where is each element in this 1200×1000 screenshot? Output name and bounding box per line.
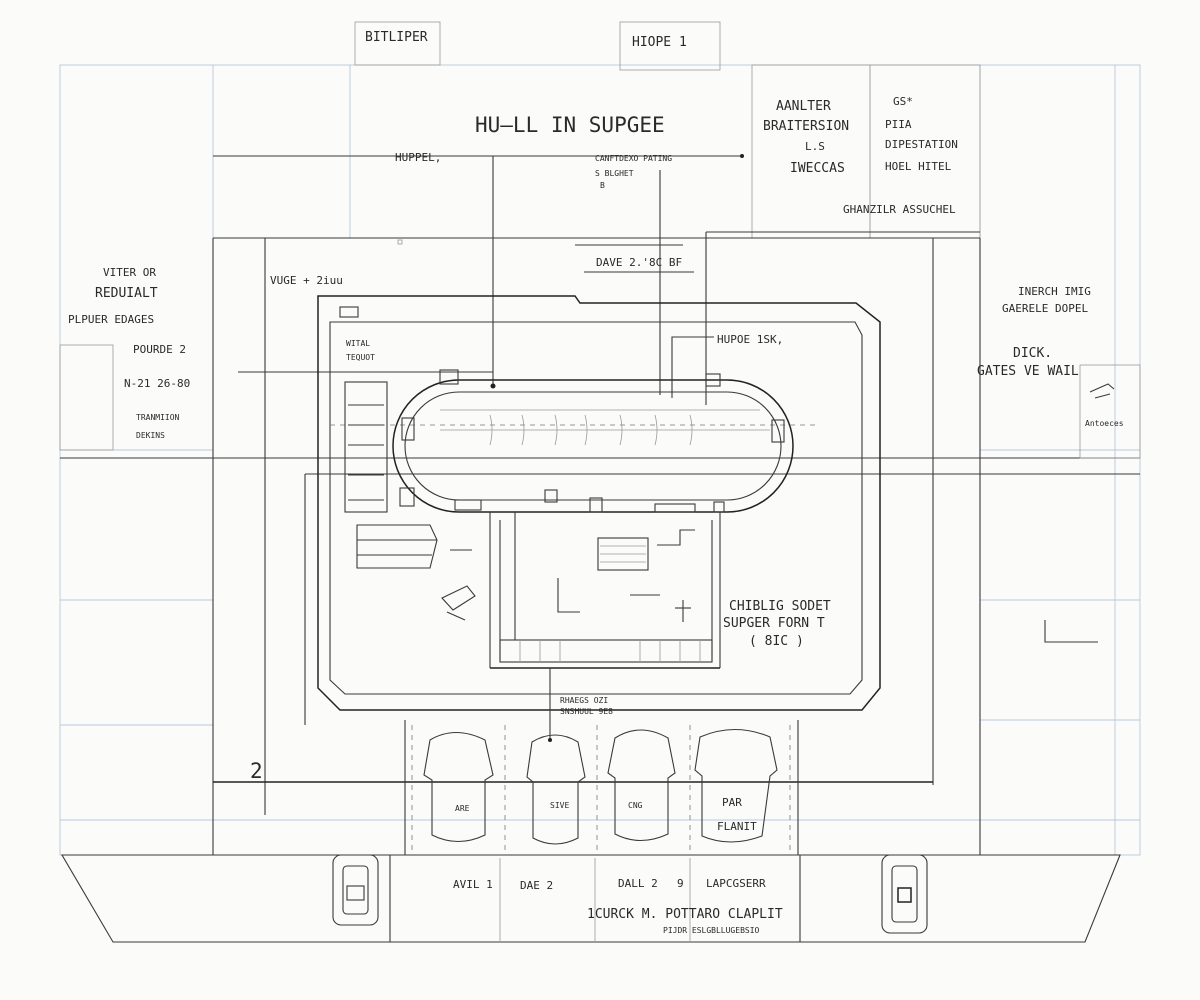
bottom-label-1: AVIL 1 [453,878,493,891]
top-leader-lines: HUPPEL, CANFTDEXO PATING S BLGHET B [213,151,744,395]
footer-line-2: PIJDR ESLGBLLUGEBSIO [663,926,760,935]
bottom-band: AVIL 1 DAE 2 DALL 2 9 LAPCGSERR 1CURCK M… [61,854,1121,943]
plan-title: HU—LL IN SUPGEE [475,113,665,137]
hupper-label: HUPPEL, [395,151,441,164]
left-note-pourde: POURDE 2 [133,343,186,356]
rhaegs-label-2: SNSHUUL 9E8 [560,707,613,716]
vuge-label: VUGE + 2iuu [270,274,343,287]
right-block-b-line-3: DIPESTATION [885,138,958,151]
right-note-header-1: INERCH IMIG [1018,285,1091,298]
right-block-a-line-4: IWECCAS [790,161,845,176]
rhaegs-label-1: RHAEGS OZI [560,696,608,705]
site-boundary [60,231,1140,855]
parking-bay-1 [423,731,494,843]
left-note-transition-2: DEKINS [136,431,165,440]
dave-label: DAVE 2.'8C BF [596,256,682,269]
left-note-code: N-21 26-80 [124,377,190,390]
right-block-a-line-3: L.S [805,140,825,153]
chibling-label-3: ( 8IC ) [749,634,804,649]
parking-label-3: CNG [628,801,643,810]
hupoe-label: HUPOE 1SK, [717,333,783,346]
wital-label-1: WITAL [346,339,370,348]
right-block-a-line-1: AANLTER [776,99,831,114]
building-outline [317,239,881,711]
tab-left-label: BITLIPER [365,30,428,45]
left-notes: VITER OR REDUIALT PLPUER EDAGES POURDE 2… [59,266,190,451]
parking-label-1: ARE [455,804,470,813]
bottom-label-3: DALL 2 [618,877,658,890]
center-block-line-2: S BLGHET [595,169,634,178]
lower-core [489,512,721,742]
parking-bay-2 [526,734,586,845]
chibling-label-1: CHIBLIG SODET [729,599,831,614]
parking-zone: ARE SIVE CNG PAR FLANIT [404,720,799,855]
right-note-gates-2: GATES VE WAIL [977,364,1079,379]
right-block-b-line-2: PIIA [885,118,912,131]
right-block-b-line-1: GS* [893,95,913,108]
left-equipment [339,306,476,621]
left-note-header-3: PLPUER EDAGES [68,313,154,326]
chibling-label-2: SUPGER FORN T [723,616,825,631]
right-note-gates-1: DICK. [1013,346,1052,361]
hull-shape [330,369,820,513]
bottom-label-2: DAE 2 [520,879,553,892]
bottom-label-4: 9 [677,877,684,890]
parking-bay-3 [607,729,676,842]
parking-bay-4 [694,729,778,843]
parking-label-5: FLANIT [717,820,757,833]
parking-label-4: PAR [722,796,742,809]
footer-line-1: 1CURCK M. POTTARO CLAPLIT [587,907,783,922]
right-block-footer: GHANZILR ASSUCHEL [843,203,956,216]
tab-right-label: HIOPE 1 [632,35,687,50]
center-block-line-3: B [600,181,605,190]
right-block-a-line-2: BRAITERSION [763,119,849,134]
left-note-header-2: REDUIALT [95,286,158,301]
parking-label-2: SIVE [550,801,569,810]
right-note-small: Antoeces [1085,419,1124,428]
bottom-label-5: LAPCGSERR [706,877,766,890]
wital-label-2: TEQUOT [346,353,375,362]
right-notes: INERCH IMIG GAERELE DOPEL DICK. GATES VE… [977,285,1141,643]
grid-marker: 2 [250,759,263,783]
center-block-line-1: CANFTDEXO PATING [595,154,672,163]
right-block-b-line-4: HOEL HITEL [885,160,952,173]
left-note-header-1: VITER OR [103,266,156,279]
right-note-header-2: GAERELE DOPEL [1002,302,1088,315]
right-info-tables: AANLTER BRAITERSION L.S IWECCAS GS* PIIA… [751,64,981,239]
left-note-transition-1: TRANMIION [136,413,180,422]
top-tabs: BITLIPER HIOPE 1 [354,21,721,71]
plan-labels: VUGE + 2iuu WITAL TEQUOT DAVE 2.'8C BF H… [270,244,831,716]
